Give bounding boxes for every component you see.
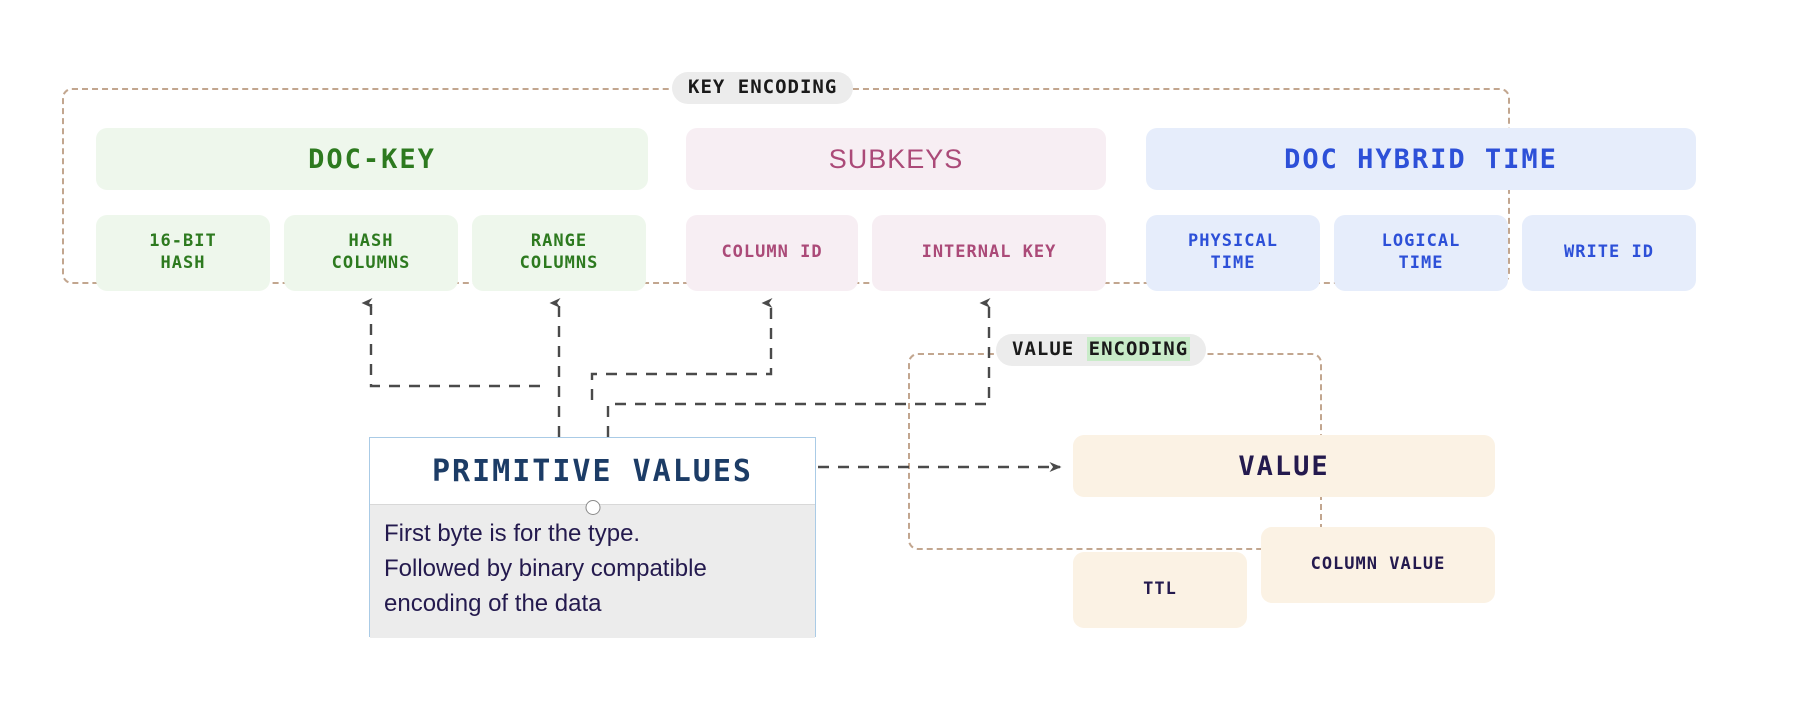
value-item-ttl: TTL	[1073, 552, 1247, 628]
doc-key-item-16bit-hash-line1: 16-BIT	[149, 231, 217, 252]
doc-hybrid-time-item-write-id: WRITE ID	[1522, 215, 1696, 291]
primitive-values-body-line-3: encoding of the data	[384, 589, 602, 617]
doc-key-heading: DOC-KEY	[96, 128, 648, 190]
doc-key-item-hash-columns-line1: HASH	[348, 231, 394, 252]
connector-to-column-id	[590, 298, 773, 400]
value-encoding-group-title: VALUE ENCODING	[996, 334, 1207, 366]
doc-key-item-16bit-hash-line2: HASH	[160, 253, 206, 273]
connector-to-hash-columns	[361, 298, 540, 388]
key-encoding-group-title: KEY ENCODING	[672, 72, 854, 104]
doc-hybrid-time-item-physical-time-line1: PHYSICAL	[1188, 231, 1278, 252]
primitive-values-title: PRIMITIVE VALUES	[432, 453, 753, 489]
doc-hybrid-time-item-physical-time-line2: TIME	[1210, 253, 1256, 273]
doc-key-item-hash-columns-line2: COLUMNS	[331, 253, 411, 273]
doc-hybrid-time-item-logical-time: LOGICAL TIME	[1334, 215, 1508, 291]
subkeys-item-column-id: COLUMN ID	[686, 215, 858, 291]
doc-hybrid-time-heading: DOC HYBRID TIME	[1146, 128, 1696, 190]
subkeys-heading: SUBKEYS	[686, 128, 1106, 190]
primitive-values-body: First byte is for the type. Followed by …	[370, 505, 815, 638]
doc-key-item-hash-columns: HASH COLUMNS	[284, 215, 458, 291]
value-item-column-value: COLUMN VALUE	[1261, 527, 1495, 603]
primitive-values-card[interactable]: PRIMITIVE VALUES First byte is for the t…	[369, 437, 816, 638]
doc-key-item-range-columns: RANGE COLUMNS	[472, 215, 646, 291]
primitive-values-body-line-2: Followed by binary compatible	[384, 554, 707, 582]
doc-key-item-range-columns-line1: RANGE	[530, 231, 588, 252]
value-encoding-title-prefix: VALUE	[1012, 338, 1087, 360]
doc-key-item-range-columns-line2: COLUMNS	[519, 253, 599, 273]
doc-key-item-16bit-hash: 16-BIT HASH	[96, 215, 270, 291]
subkeys-item-internal-key: INTERNAL KEY	[872, 215, 1106, 291]
key-encoding-title-prefix: KEY	[688, 76, 738, 98]
primitive-values-collapse-handle[interactable]	[585, 500, 600, 515]
doc-hybrid-time-item-logical-time-line1: LOGICAL	[1381, 231, 1461, 252]
value-heading: VALUE	[1073, 435, 1495, 497]
value-encoding-title-suffix: ENCODING	[1086, 337, 1191, 361]
primitive-values-body-line-1: First byte is for the type.	[384, 520, 641, 547]
doc-hybrid-time-item-logical-time-line2: TIME	[1398, 253, 1444, 273]
key-encoding-title-suffix: ENCODING	[737, 76, 838, 98]
doc-hybrid-time-item-physical-time: PHYSICAL TIME	[1146, 215, 1320, 291]
